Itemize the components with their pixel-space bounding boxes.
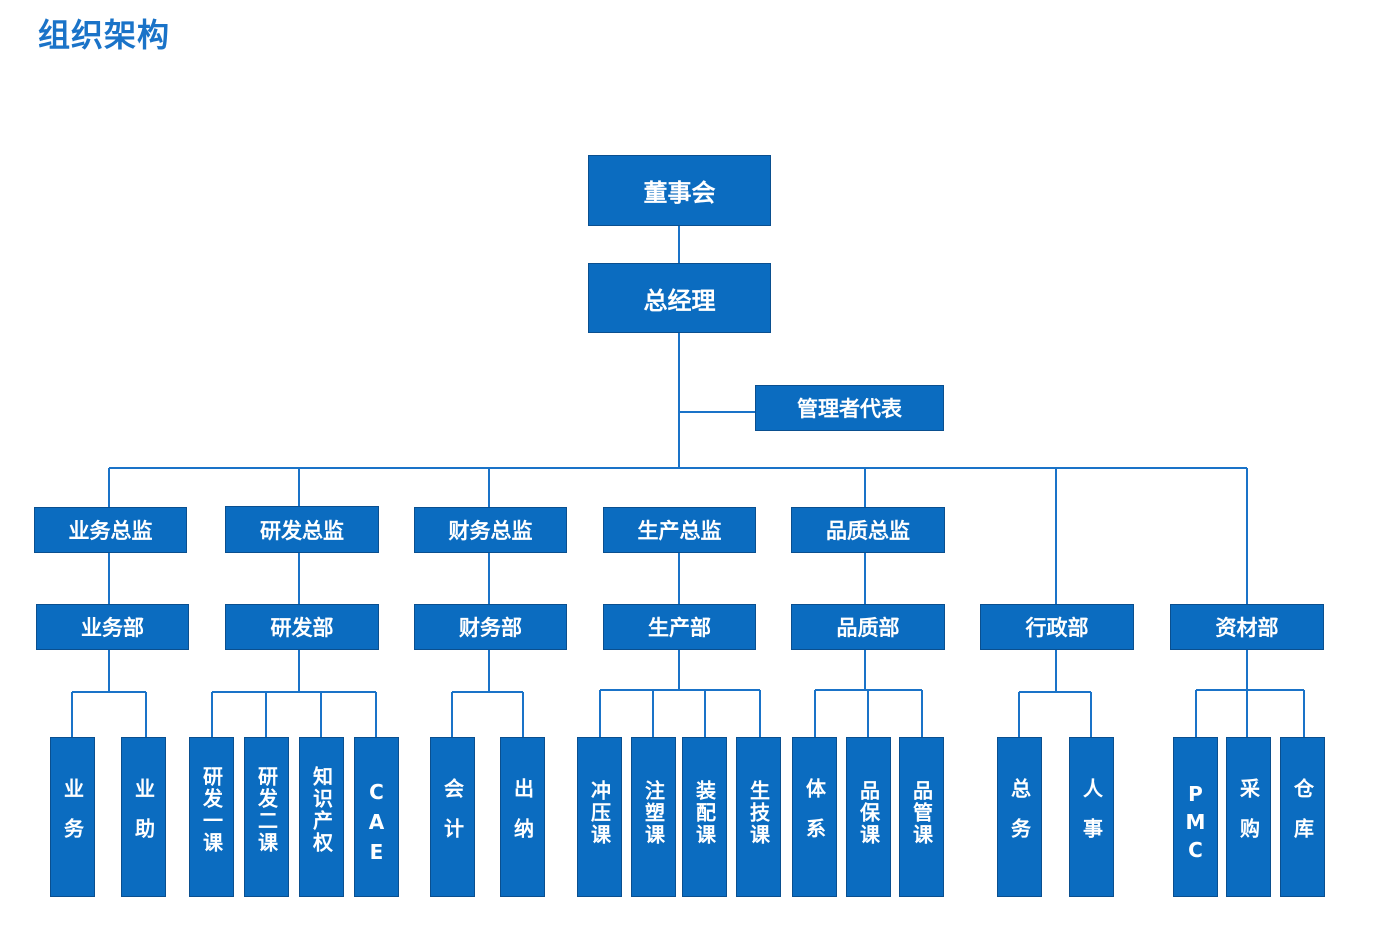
unit-label: 装配课 [692, 780, 717, 846]
unit-label: 业助 [131, 778, 156, 858]
department-node: 品质部 [791, 604, 945, 650]
unit-label: 总务 [1007, 778, 1032, 858]
director-node: 研发总监 [225, 506, 379, 553]
unit-label: PMC [1183, 782, 1208, 866]
board-label: 董事会 [643, 179, 716, 207]
unit-node: 装配课 [682, 737, 727, 897]
unit-node: 仓库 [1280, 737, 1325, 897]
unit-label: 生技课 [746, 780, 771, 846]
unit-node: 品管课 [899, 737, 944, 897]
unit-node: 生技课 [736, 737, 781, 897]
department-label: 品质部 [836, 616, 900, 640]
director-label: 品质总监 [826, 519, 910, 543]
unit-node: 出纳 [500, 737, 545, 897]
unit-label: 冲压课 [587, 780, 612, 846]
department-label: 资材部 [1215, 616, 1279, 640]
department-node: 资材部 [1170, 604, 1324, 650]
department-label: 研发部 [270, 616, 334, 640]
director-label: 业务总监 [68, 519, 153, 543]
unit-node: 总务 [997, 737, 1042, 897]
unit-node: 业助 [121, 737, 166, 897]
director-node: 生产总监 [603, 507, 756, 553]
director-node: 财务总监 [414, 507, 567, 553]
unit-label: 品保课 [856, 780, 881, 846]
unit-node: CAE [354, 737, 399, 897]
unit-label: 研发二课 [254, 766, 279, 854]
unit-node: 品保课 [846, 737, 891, 897]
unit-label: 人事 [1079, 778, 1104, 858]
director-node: 业务总监 [34, 507, 187, 553]
unit-node: 采购 [1226, 737, 1271, 897]
page-title: 组织架构 [38, 16, 171, 54]
department-node: 业务部 [36, 604, 189, 650]
general-manager-node: 总经理 [588, 263, 771, 333]
unit-node: 体系 [792, 737, 837, 897]
department-node: 财务部 [414, 604, 567, 650]
unit-node: 会计 [430, 737, 475, 897]
management-rep-label: 管理者代表 [797, 397, 902, 421]
unit-label: 研发一课 [199, 766, 224, 854]
unit-node: 人事 [1069, 737, 1114, 897]
unit-label: 品管课 [909, 780, 934, 846]
department-label: 业务部 [81, 616, 144, 640]
department-label: 财务部 [459, 616, 522, 640]
general-manager-label: 总经理 [643, 286, 716, 315]
department-label: 行政部 [1025, 616, 1089, 640]
management-rep-node: 管理者代表 [755, 385, 944, 431]
unit-label: 出纳 [510, 778, 535, 858]
board-node: 董事会 [588, 155, 771, 226]
unit-label: 采购 [1236, 778, 1261, 858]
unit-node: 业务 [50, 737, 95, 897]
director-label: 研发总监 [260, 518, 344, 543]
director-node: 品质总监 [791, 507, 945, 553]
unit-node: PMC [1173, 737, 1218, 897]
department-node: 行政部 [980, 604, 1134, 650]
unit-node: 冲压课 [577, 737, 622, 897]
unit-node: 知识产权 [299, 737, 344, 897]
unit-node: 研发二课 [244, 737, 289, 897]
unit-label: 会计 [440, 778, 465, 858]
unit-node: 研发一课 [189, 737, 234, 897]
director-label: 生产总监 [637, 519, 722, 543]
department-label: 生产部 [648, 616, 711, 640]
department-node: 生产部 [603, 604, 756, 650]
unit-label: 知识产权 [309, 766, 334, 854]
unit-node: 注塑课 [631, 737, 676, 897]
unit-label: 体系 [802, 778, 827, 858]
director-label: 财务总监 [448, 519, 533, 543]
unit-label: CAE [364, 780, 389, 870]
unit-label: 仓库 [1290, 778, 1315, 858]
unit-label: 业务 [60, 778, 85, 858]
unit-label: 注塑课 [641, 780, 666, 846]
department-node: 研发部 [225, 604, 379, 650]
